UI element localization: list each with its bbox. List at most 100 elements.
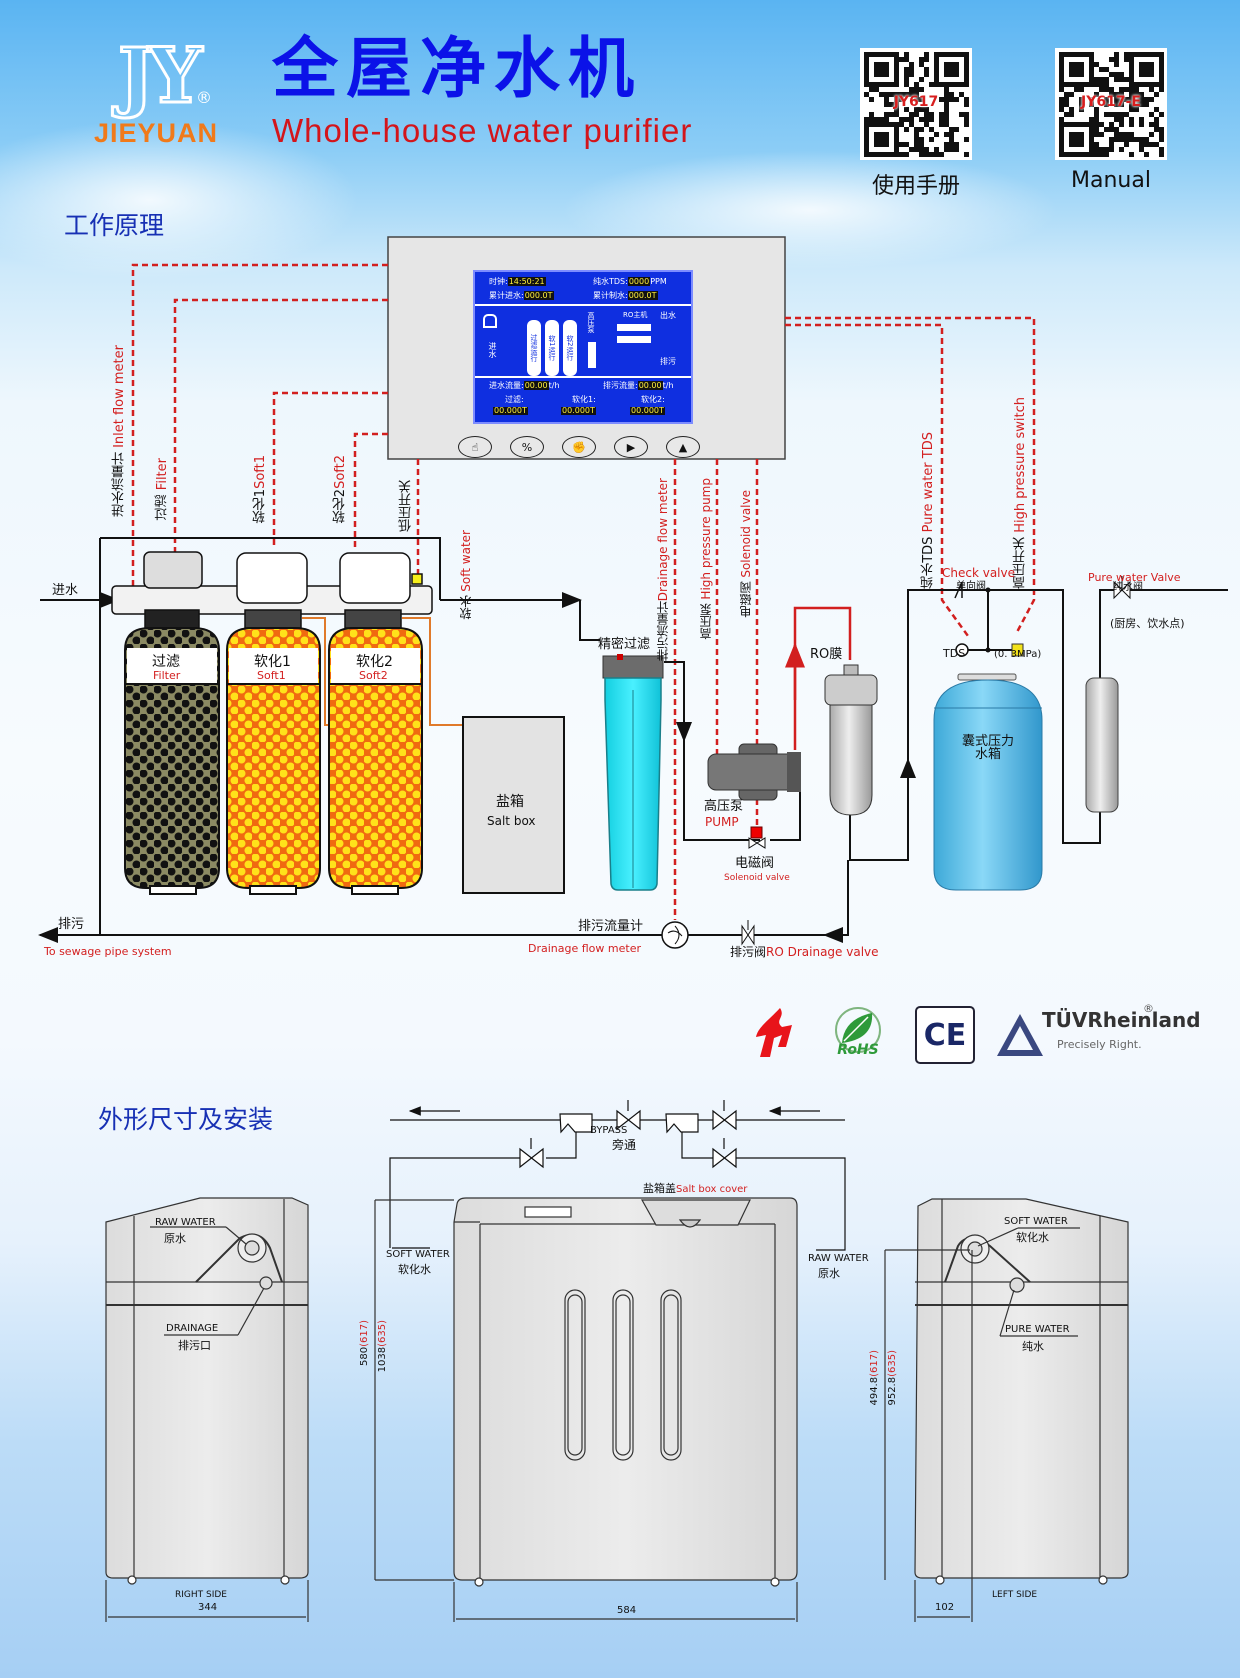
wire-inlet-flow-meter <box>131 263 388 590</box>
drain-flow-label: 排污流量: <box>603 381 638 390</box>
label-pure-water-tds: 纯水TDS Pure water TDS <box>921 432 936 589</box>
up-arrow-icon[interactable]: ▲ <box>666 436 700 458</box>
qr-module <box>919 77 924 82</box>
tank-label-filter-en: Filter <box>153 669 181 682</box>
qr-module <box>954 142 959 147</box>
controller-lcd-screen: 时钟:14:50:21 纯水TDS:0000PPM 累计进水:000.0T 累计… <box>473 270 693 424</box>
qr-module <box>904 117 909 122</box>
qr-module <box>1064 112 1069 117</box>
qr-module <box>924 72 929 77</box>
qr-module <box>1099 147 1104 152</box>
right-width-dimension: 344 <box>198 1602 218 1613</box>
qr-module <box>1119 97 1124 102</box>
qr-module <box>914 147 919 152</box>
qr-module <box>864 92 869 97</box>
qr-module <box>1149 87 1154 92</box>
qr-module <box>1109 137 1114 142</box>
qr-module <box>1104 127 1109 132</box>
qr-module <box>1119 87 1124 92</box>
qr-module <box>949 137 954 142</box>
brand-name: JIEYUAN <box>94 118 219 148</box>
qr-module <box>959 92 964 97</box>
qr-module <box>1064 92 1069 97</box>
qr-module <box>924 117 929 122</box>
counter-filter-value: 00.000T <box>493 406 528 415</box>
solenoid-label-cn: 电磁阀 <box>735 856 775 871</box>
pressure-tank-label: 囊式压力水箱 <box>961 734 1014 762</box>
qr-module <box>1144 152 1149 157</box>
fist-icon[interactable]: ✊ <box>562 436 596 458</box>
qr-module <box>944 102 949 107</box>
qr-module <box>949 97 954 102</box>
qr-module <box>914 82 919 87</box>
lcd-pump-label: 高压泵 <box>587 312 595 333</box>
qr-module <box>1104 67 1109 72</box>
qr-module <box>884 92 889 97</box>
low-pressure-switch <box>411 573 423 585</box>
right-drainage-en: DRAINAGE <box>166 1323 219 1334</box>
qr-module <box>919 87 924 92</box>
pressure-switch-value: (0. 3MPa) <box>994 649 1042 660</box>
lcd-outlet-label: 出水 <box>660 311 676 320</box>
drain-valve-icon <box>741 924 755 946</box>
qr-module <box>909 72 914 77</box>
lcd-tank-soft1: 软1运行 <box>545 320 559 376</box>
drain-meter-label-en: Drainage flow meter <box>528 942 641 955</box>
qr-module <box>899 92 904 97</box>
qr-module <box>899 117 904 122</box>
qr-module <box>894 102 899 107</box>
front-raw-water-cn: 原水 <box>818 1267 840 1280</box>
qr-module <box>864 117 869 122</box>
qr-module <box>914 107 919 112</box>
qr-module <box>924 147 929 152</box>
qr-module <box>1109 127 1114 132</box>
qr-module <box>904 72 909 77</box>
qr-code-manual-en[interactable]: JY617-E <box>1055 48 1167 164</box>
tanks <box>124 627 423 895</box>
qr-module <box>899 57 904 62</box>
qr-module <box>1094 152 1099 157</box>
qr-module <box>884 102 889 107</box>
qr-module <box>914 112 919 117</box>
section-title-working-principle: 工作原理 <box>64 211 165 240</box>
qr-module <box>1069 112 1074 117</box>
front-raw-water-en: RAW WATER <box>808 1253 869 1264</box>
qr-module <box>924 57 929 62</box>
qr-module <box>899 122 904 127</box>
qr-module <box>1119 92 1124 97</box>
qr-module <box>944 107 949 112</box>
qr-module <box>1114 137 1119 142</box>
qr-module <box>1139 102 1144 107</box>
qr-module <box>1149 132 1154 137</box>
qr-module <box>1149 122 1154 127</box>
qr-module <box>1109 57 1114 62</box>
total-inlet-value: 000.0T <box>523 291 554 300</box>
qr-module <box>889 92 894 97</box>
counter-soft1-value: 00.000T <box>561 406 596 415</box>
qr-module <box>919 147 924 152</box>
front-soft-water-en: SOFT WATER <box>386 1249 450 1260</box>
qr-code-manual-cn[interactable]: JY617 <box>860 48 972 164</box>
cloud-decoration <box>0 120 360 280</box>
ro-membrane <box>824 664 878 816</box>
qr-module <box>1114 62 1119 67</box>
qr-module <box>1124 87 1129 92</box>
left-side-view <box>884 1198 1129 1622</box>
qr-module <box>909 92 914 97</box>
counter-soft1-label: 软化1: <box>572 395 596 404</box>
qr-module <box>1159 87 1164 92</box>
hand-icon[interactable]: ☝ <box>458 436 492 458</box>
qr-finder <box>1069 62 1084 77</box>
qr-module <box>919 107 924 112</box>
total-inlet-label: 累计进水: <box>489 291 524 300</box>
front-width-dimension: 584 <box>617 1605 637 1616</box>
play-icon[interactable]: ▶ <box>614 436 648 458</box>
qr-module <box>914 137 919 142</box>
lcd-drain-label: 排污 <box>660 357 676 366</box>
percent-hand-icon[interactable]: % <box>510 436 544 458</box>
qr-module <box>909 122 914 127</box>
check-valve-icon <box>954 581 975 599</box>
ce-logo: CE <box>915 1006 975 1064</box>
wire-tds <box>785 323 970 637</box>
pressure-tank <box>933 679 1043 891</box>
